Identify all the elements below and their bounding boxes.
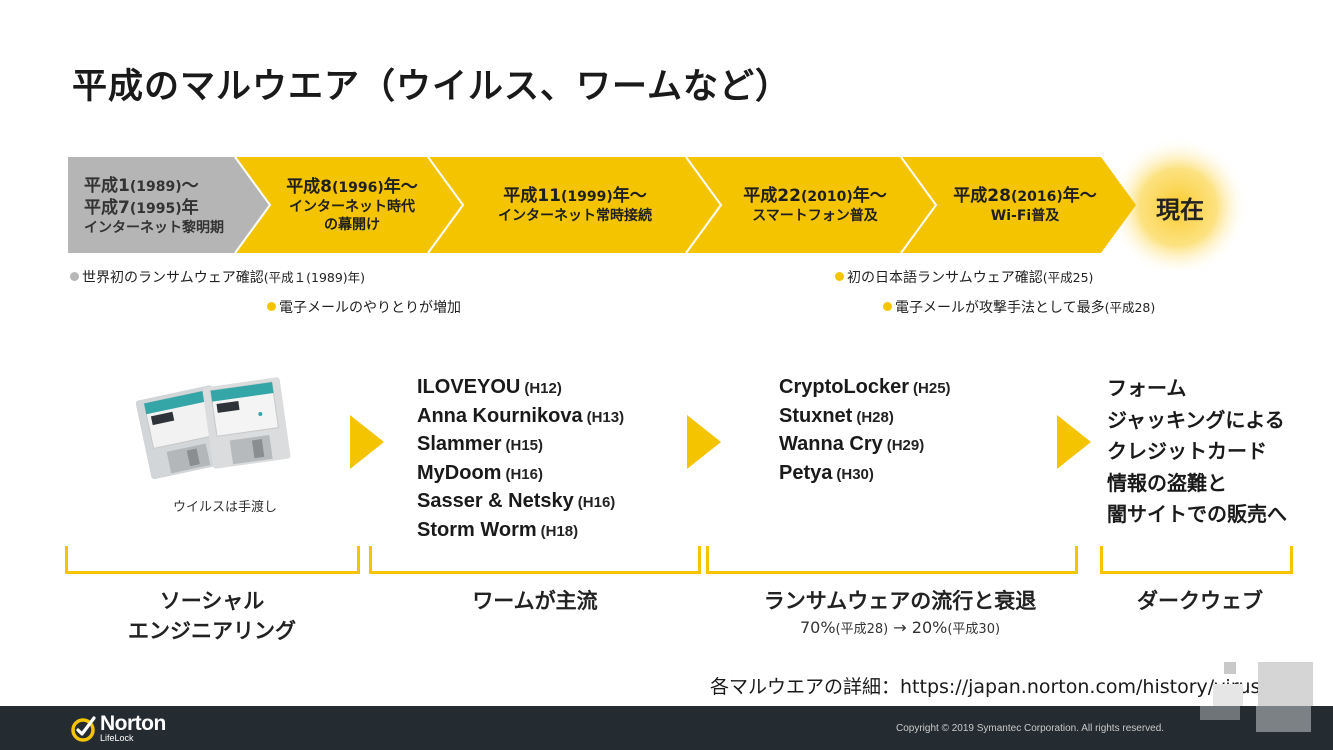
worm-list: ILOVEYOU(H12) Anna Kournikova(H13) Slamm… (417, 374, 624, 545)
play-arrow-icon (350, 415, 384, 469)
event-email-top-attack: 電子メールが攻撃手法として最多(平成28) (883, 297, 1155, 317)
timeline-segment-2 (236, 157, 463, 253)
disk-caption: ウイルスは手渡し (172, 500, 277, 515)
list-item: Stuxnet(H28) (779, 404, 894, 427)
list-item: Wanna Cry(H29) (779, 433, 925, 455)
now-glow (1108, 140, 1248, 270)
yellow-dot-icon (835, 272, 844, 281)
list-item: Slammer(H15) (417, 433, 544, 455)
list-item: CryptoLocker(H25) (779, 376, 951, 398)
event-email-increase: 電子メールのやりとりが増加 (267, 297, 461, 317)
list-item: Sasser & Netsky(H16) (417, 490, 616, 512)
gray-dot-icon (70, 272, 79, 281)
footer-bar (0, 706, 1333, 750)
list-item: Petya(H30) (779, 461, 874, 484)
timeline-label-now: 現在 (1156, 196, 1204, 224)
play-arrow-icon (1057, 415, 1091, 469)
timeline-label-heisei11: 平成11(1999)年〜 インターネット常時接続 (498, 186, 652, 224)
category-ransomware: ランサムウェアの流行と衰退 (763, 589, 1037, 613)
timeline-segment-1 (68, 157, 270, 253)
list-item: ILOVEYOU(H12) (417, 376, 562, 398)
detail-link[interactable]: 各マルウエアの詳細：https://japan.norton.com/histo… (710, 676, 1267, 698)
decorative-square (1224, 662, 1236, 674)
norton-check-icon (71, 716, 96, 742)
timeline-label-heisei1: 平成1(1989)〜 平成7(1995)年 インターネット黎明期 (84, 176, 224, 236)
list-item: Storm Worm(H18) (417, 518, 579, 541)
timeline-label-heisei28: 平成28(2016)年〜 Wi-Fi普及 (953, 186, 1097, 224)
event-first-ransomware: 世界初のランサムウェア確認(平成１(1989)年) (70, 267, 365, 287)
category-social-engineering: ソーシャル エンジニアリング (128, 589, 296, 643)
bracket-worm (369, 546, 701, 574)
play-arrow-icon (687, 415, 721, 469)
yellow-dot-icon (883, 302, 892, 311)
ransomware-trend: 70%(平成28) → 20%(平成30) (799, 618, 1001, 637)
decorative-square (1213, 684, 1243, 706)
timeline-segment-3 (429, 157, 721, 253)
timeline-segment-4 (687, 157, 936, 253)
copyright-text: Copyright © 2019 Symantec Corporation. A… (896, 723, 1165, 734)
bracket-dark-web (1100, 546, 1293, 574)
slide-title: 平成のマルウエア（ウイルス、ワームなど） (72, 67, 791, 107)
yellow-dot-icon (267, 302, 276, 311)
decorative-square (1256, 706, 1311, 732)
dark-web-description: フォーム ジャッキングによる クレジットカード 情報の盗難と 闇サイトでの販売へ (1107, 376, 1287, 526)
category-dark-web: ダークウェブ (1137, 589, 1263, 613)
event-first-japanese-ransomware: 初の日本語ランサムウェア確認(平成25) (835, 267, 1093, 287)
list-item: Anna Kournikova(H13) (417, 404, 625, 427)
timeline-label-heisei8: 平成8(1996)年〜 インターネット時代 の幕開け (286, 177, 418, 233)
bracket-social-engineering (65, 546, 360, 574)
timeline-segment-5 (902, 157, 1136, 253)
list-item: MyDoom(H16) (417, 461, 543, 484)
bracket-ransomware (706, 546, 1078, 574)
category-worm: ワームが主流 (472, 589, 598, 613)
timeline-label-heisei22: 平成22(2010)年〜 スマートフォン普及 (743, 186, 887, 224)
timeline-band (68, 140, 1248, 270)
floppy-disk-icon (135, 377, 291, 479)
ransomware-list: CryptoLocker(H25) Stuxnet(H28) Wanna Cry… (779, 374, 951, 488)
decorative-square (1200, 706, 1240, 720)
decorative-square (1258, 662, 1313, 706)
